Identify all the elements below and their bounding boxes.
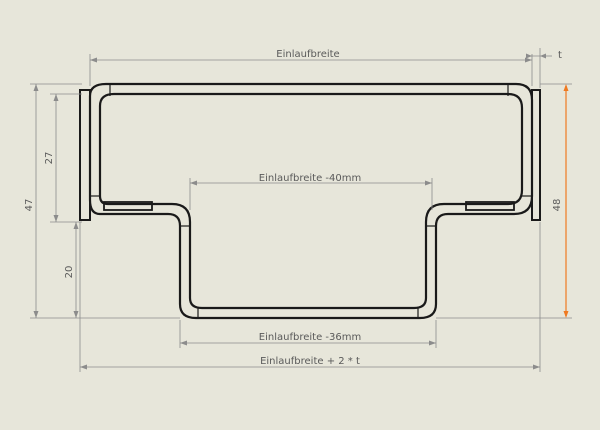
- dim-inner-upper-label: Einlaufbreite -40mm: [259, 173, 361, 184]
- dim-height-lower: 20: [64, 222, 79, 318]
- dim-top-width: Einlaufbreite: [89, 49, 533, 86]
- dim-height-right-label: 48: [552, 199, 563, 212]
- dim-height-total-label: 47: [24, 199, 35, 212]
- dim-thickness: t: [526, 48, 562, 88]
- dim-inner-lower-label: Einlaufbreite -36mm: [259, 332, 361, 343]
- dim-overall-label: Einlaufbreite + 2 * t: [260, 356, 360, 367]
- dim-height-upper: 27: [44, 93, 82, 223]
- dim-inner-upper: Einlaufbreite -40mm: [189, 173, 433, 210]
- right-lap-tab: [465, 201, 515, 211]
- dim-height-lower-label: 20: [64, 266, 75, 279]
- profile: [79, 82, 541, 320]
- dim-height-total: 47: [24, 83, 180, 319]
- left-lap-tab: [103, 201, 153, 211]
- dim-top-width-label: Einlaufbreite: [276, 49, 339, 60]
- dim-thickness-label: t: [558, 50, 562, 61]
- dim-height-upper-label: 27: [44, 152, 55, 165]
- profile-inner: [98, 92, 524, 310]
- dim-overall: Einlaufbreite + 2 * t: [79, 222, 541, 372]
- dim-inner-lower: Einlaufbreite -36mm: [179, 320, 437, 348]
- right-flange-strip: [531, 89, 541, 221]
- profile-outer: [88, 82, 534, 320]
- dim-height-right: 48: [436, 83, 572, 319]
- left-flange-strip: [79, 89, 91, 221]
